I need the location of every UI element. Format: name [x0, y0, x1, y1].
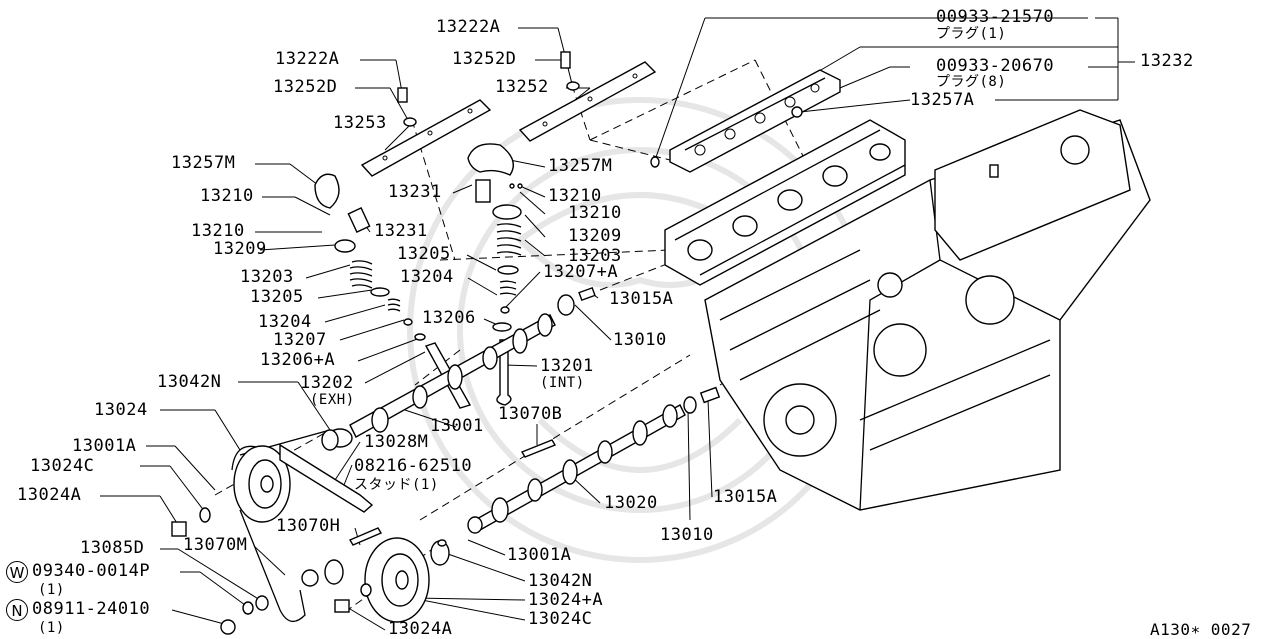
label-00933-20670: 00933-20670 [936, 56, 1055, 76]
cam-pulley-lower [364, 537, 430, 623]
label-13015a-top: 13015A [609, 289, 674, 309]
label-13252d-top: 13252D [452, 49, 517, 69]
label-13210-d: 13210 [191, 221, 245, 241]
label-13010-bottom: 13010 [660, 525, 714, 545]
label-13231-left: 13231 [374, 221, 428, 241]
label-13001a-bottom: 13001A [507, 545, 572, 565]
stud-13070b [520, 439, 557, 458]
engine-block [704, 109, 1151, 511]
label-13207a: 13207+A [543, 262, 619, 282]
label-13024a-plus: 13024+A [528, 590, 604, 610]
label-13070h: 13070H [276, 516, 341, 536]
label-13252: 13252 [495, 77, 549, 97]
seal-upper [557, 286, 596, 316]
label-13231-right: 13231 [388, 182, 442, 202]
label-13070m: 13070M [183, 535, 248, 555]
label-13024c-top: 13024C [30, 456, 95, 476]
label-13206a: 13206+A [260, 350, 336, 370]
label-13085d: 13085D [80, 538, 145, 558]
label-00933-21570: 00933-21570 [936, 7, 1055, 27]
label-13070b: 13070B [498, 404, 563, 424]
label-13042n-top: 13042N [157, 372, 222, 392]
label-13210-b: 13210 [548, 186, 602, 206]
label-13232: 13232 [1140, 51, 1194, 71]
label-exh: (EXH) [310, 392, 355, 408]
label-13257m-right: 13257M [548, 156, 613, 176]
label-13042n-bottom: 13042N [528, 571, 593, 591]
label-13202: 13202 [300, 373, 354, 393]
label-13203-left: 13203 [240, 267, 294, 287]
label-13207: 13207 [273, 330, 327, 350]
label-08216: 08216-62510 [354, 456, 473, 476]
bolts-13222a [397, 51, 580, 127]
label-13257m-left: 13257M [171, 153, 236, 173]
belt-cover-13028m [279, 443, 374, 513]
label-13252d-left: 13252D [273, 77, 338, 97]
head-gasket-13232 [650, 69, 841, 173]
label-int: (INT) [540, 375, 585, 391]
footer-code: A130∗ 0027 [1150, 620, 1252, 639]
label-13222a-left: 13222A [275, 49, 340, 69]
label-stud: スタッド(1) [354, 477, 439, 493]
cam-pulley-left [233, 445, 291, 523]
label-09340: 09340-0014P [32, 561, 151, 581]
label-13253: 13253 [333, 113, 387, 133]
label-13024c-bottom: 13024C [528, 609, 593, 629]
cylinder-head [664, 119, 906, 286]
small-parts-lower [171, 429, 450, 635]
label-13204-left: 13204 [258, 312, 312, 332]
label-13001a-top: 13001A [72, 436, 137, 456]
label-13210-c: 13210 [568, 203, 622, 223]
camshaft-lower [467, 386, 721, 534]
label-plug-8: プラグ(8) [936, 74, 1007, 90]
label-13209-left: 13209 [213, 239, 267, 259]
label-qty-w: (1) [38, 582, 65, 598]
label-13222a-top: 13222A [436, 17, 501, 37]
label-13001: 13001 [430, 416, 484, 436]
label-13205-right: 13205 [397, 244, 451, 264]
rocker-shaft-left [360, 99, 492, 177]
label-13020: 13020 [604, 493, 658, 513]
label-13028m: 13028M [364, 432, 429, 452]
label-13201: 13201 [540, 356, 594, 376]
label-plug-1: プラグ(1) [936, 26, 1007, 42]
label-13010-top: 13010 [613, 330, 667, 350]
badge-w: W [6, 561, 28, 583]
valve-train-int [475, 179, 523, 406]
rocker-arms [314, 143, 514, 209]
leader-lines [100, 17, 1135, 631]
label-13209-right: 13209 [568, 226, 622, 246]
label-13024a-bottom: 13024A [388, 619, 453, 639]
label-08911: 08911-24010 [32, 599, 151, 619]
label-13024a-top: 13024A [17, 485, 82, 505]
label-13210-a: 13210 [200, 186, 254, 206]
label-13205-left: 13205 [250, 287, 304, 307]
rocker-shaft-right [518, 61, 657, 142]
label-13024: 13024 [94, 400, 148, 420]
label-13204-right: 13204 [400, 267, 454, 287]
badge-n: N [6, 599, 28, 621]
label-13203-right: 13203 [568, 246, 622, 266]
label-13015a-bottom: 13015A [713, 487, 778, 507]
label-qty-n: (1) [38, 620, 65, 636]
label-13206: 13206 [422, 308, 476, 328]
label-13257a: 13257A [910, 90, 975, 110]
